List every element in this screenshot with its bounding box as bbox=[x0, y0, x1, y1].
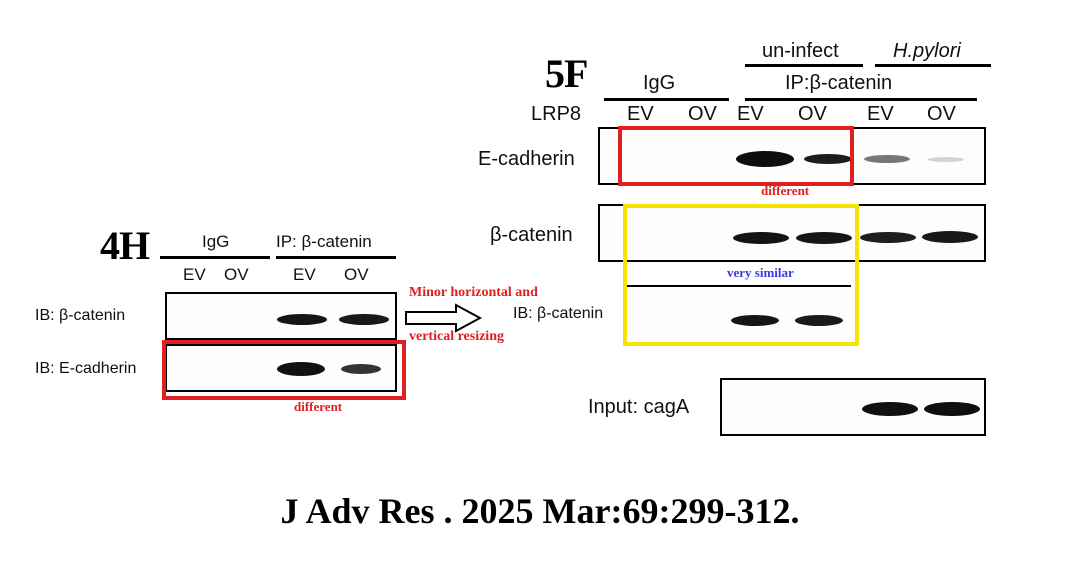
panel-5f-ip-label: IP:β-catenin bbox=[785, 72, 893, 94]
panel-5f-row-label-cagA: Input: cagA bbox=[588, 396, 690, 418]
panel-5f-hpylori-underline bbox=[875, 64, 991, 67]
panel-4h-label: 4H bbox=[100, 223, 150, 268]
band bbox=[804, 154, 852, 164]
band bbox=[795, 315, 843, 326]
panel-4h-lane-4: OV bbox=[344, 265, 369, 284]
panel-5f-blot-ib-bcatenin bbox=[627, 288, 847, 334]
panel-4h-blot-ecadherin bbox=[165, 344, 397, 392]
panel-5f-lane-2: OV bbox=[688, 103, 717, 125]
panel-5f-row-label-ecadherin: E-cadherin bbox=[478, 148, 575, 170]
arrow-note-line1: Minor horizontal and bbox=[409, 285, 538, 300]
panel-4h-note-different: different bbox=[294, 399, 343, 414]
panel-5f-note-very-similar: very similar bbox=[727, 265, 794, 280]
panel-5f-row-label-bcatenin: β-catenin bbox=[490, 224, 573, 246]
panel-4h-ip-label: IP: β-catenin bbox=[276, 232, 372, 251]
band bbox=[733, 232, 789, 244]
panel-5f-blot-bcatenin bbox=[598, 204, 986, 262]
panel-5f-red-highlight-box bbox=[618, 126, 854, 186]
band bbox=[928, 157, 964, 162]
panel-5f-lane-6: OV bbox=[927, 103, 956, 125]
panel-4h-ip-underline bbox=[276, 256, 396, 259]
band bbox=[796, 232, 852, 244]
panel-5f-row-label-ib-bcatenin: IB: β-catenin bbox=[513, 305, 604, 322]
panel-5f-inset-divider bbox=[627, 285, 851, 287]
panel-5f-uninfect-underline bbox=[745, 64, 863, 67]
panel-4h-blot-bcatenin bbox=[165, 292, 397, 340]
band bbox=[922, 231, 978, 243]
panel-4h-lane-1: EV bbox=[183, 265, 206, 284]
band bbox=[339, 314, 389, 325]
panel-4h-igg-label: IgG bbox=[202, 232, 230, 251]
panel-5f-note-different: different bbox=[761, 183, 810, 198]
panel-5f-lane-5: EV bbox=[867, 103, 894, 125]
panel-5f-igg-underline bbox=[604, 98, 729, 101]
panel-4h-row-label-ecadherin: IB: E-cadherin bbox=[35, 360, 137, 377]
panel-5f-lane-4: OV bbox=[798, 103, 827, 125]
panel-5f-lrp8-label: LRP8 bbox=[531, 103, 582, 125]
panel-5f-uninfect-label: un-infect bbox=[762, 40, 839, 62]
band bbox=[860, 232, 916, 243]
panel-5f-yellow-highlight-box bbox=[623, 204, 859, 346]
panel-5f-hpylori-label: H.pylori bbox=[893, 40, 961, 62]
panel-5f-blot-cagA bbox=[720, 378, 986, 436]
panel-4h-igg-underline bbox=[160, 256, 270, 259]
panel-4h-row-label-bcatenin: IB: β-catenin bbox=[35, 307, 126, 324]
panel-5f-lane-1: EV bbox=[627, 103, 654, 125]
band bbox=[924, 402, 980, 416]
panel-5f-ip-underline bbox=[745, 98, 977, 101]
band bbox=[341, 364, 381, 374]
band bbox=[277, 314, 327, 325]
panel-4h-lane-2: OV bbox=[224, 265, 249, 284]
citation: J Adv Res . 2025 Mar:69:299-312. bbox=[280, 491, 800, 531]
right-arrow-icon bbox=[405, 303, 483, 333]
band bbox=[864, 155, 910, 163]
panel-4h-red-highlight-box bbox=[162, 340, 406, 400]
panel-4h-lane-3: EV bbox=[293, 265, 316, 284]
band bbox=[736, 151, 794, 167]
arrow-note-line2: vertical resizing bbox=[409, 329, 504, 344]
panel-5f-blot-ecadherin bbox=[598, 127, 986, 185]
panel-5f-label: 5F bbox=[545, 51, 588, 96]
panel-5f-igg-label: IgG bbox=[643, 72, 676, 94]
band bbox=[862, 402, 918, 416]
band bbox=[731, 315, 779, 326]
panel-5f-lane-3: EV bbox=[737, 103, 764, 125]
band bbox=[277, 362, 325, 376]
